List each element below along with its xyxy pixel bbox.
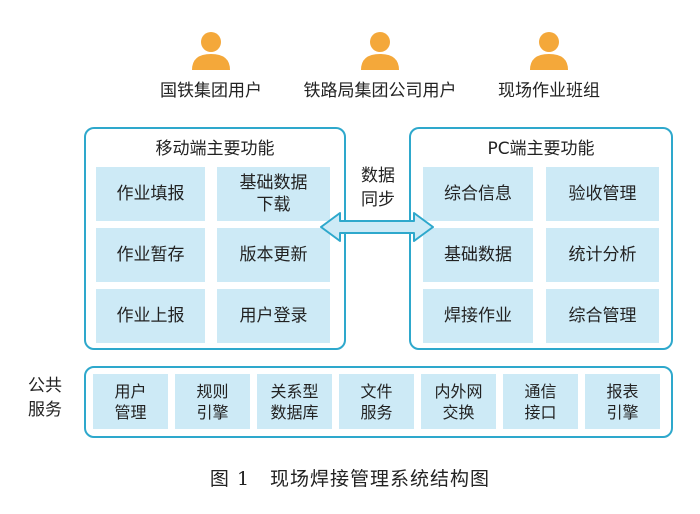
mobile-cell: 用户登录 [217, 289, 330, 343]
public-service-label: 公共 服务 [28, 376, 62, 420]
service-item: 报表 引擎 [585, 374, 660, 429]
service-item: 文件 服务 [339, 374, 414, 429]
pc-cell: 基础数据 [423, 228, 533, 282]
pc-cell: 验收管理 [546, 167, 659, 221]
user-icon [361, 32, 399, 70]
mobile-cell: 作业暂存 [96, 228, 205, 282]
service-item: 规则 引擎 [175, 374, 250, 429]
user-icon [530, 32, 568, 70]
user-label-team: 现场作业班组 [498, 81, 600, 101]
figure-caption: 图 1 现场焊接管理系统结构图 [209, 468, 491, 490]
mobile-cell: 作业填报 [96, 167, 205, 221]
service-item: 用户 管理 [93, 374, 168, 429]
user-label-bureau: 铁路局集团公司用户 [303, 81, 457, 101]
pc-cell: 焊接作业 [423, 289, 533, 343]
bidirectional-arrow-icon [320, 212, 434, 242]
service-item: 内外网 交换 [421, 374, 496, 429]
sync-label: 数据 同步 [361, 166, 395, 210]
user-label-group: 国铁集团用户 [160, 81, 262, 101]
service-item: 关系型 数据库 [257, 374, 332, 429]
mobile-panel: 移动端主要功能 作业填报 基础数据 下载 作业暂存 版本更新 作业上报 用户登录 [84, 127, 346, 350]
pc-panel-title: PC端主要功能 [487, 139, 595, 159]
pc-cell: 综合管理 [546, 289, 659, 343]
mobile-cell: 基础数据 下载 [217, 167, 330, 221]
mobile-cell: 作业上报 [96, 289, 205, 343]
pc-cell: 综合信息 [423, 167, 533, 221]
user-icon [192, 32, 230, 70]
pc-panel: PC端主要功能 综合信息 验收管理 基础数据 统计分析 焊接作业 综合管理 [409, 127, 673, 350]
service-item: 通信 接口 [503, 374, 578, 429]
mobile-cell: 版本更新 [217, 228, 330, 282]
mobile-panel-title: 移动端主要功能 [155, 139, 275, 159]
pc-cell: 统计分析 [546, 228, 659, 282]
